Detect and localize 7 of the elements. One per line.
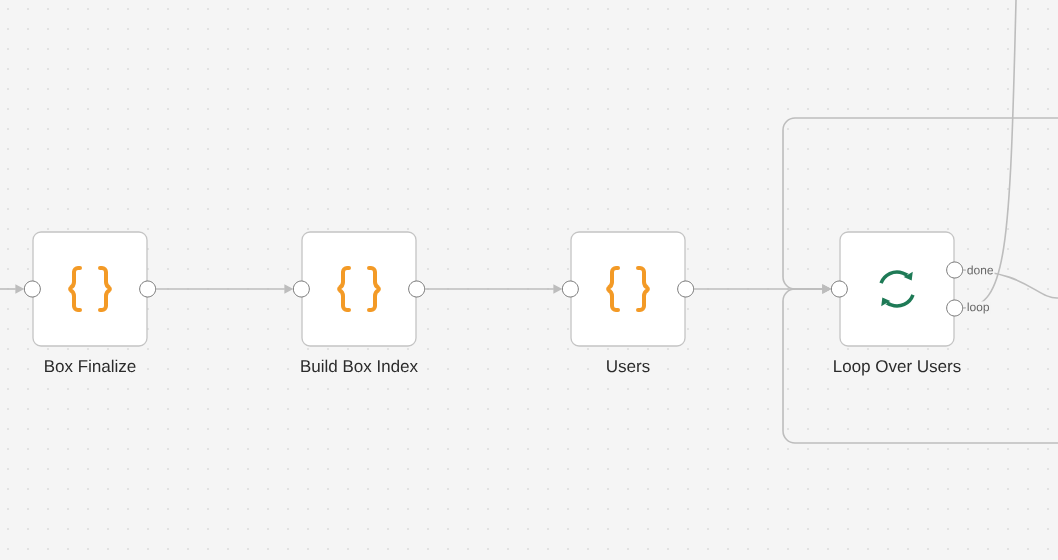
connector-arrow [782,284,1058,444]
node-label: Loop Over Users [834,360,961,376]
port-label: loop [965,301,991,315]
node-label: Box Finalize [45,359,136,373]
port-label: done [965,264,995,276]
node-label: Build Box Index [301,359,418,373]
node-label: Users [607,360,650,373]
